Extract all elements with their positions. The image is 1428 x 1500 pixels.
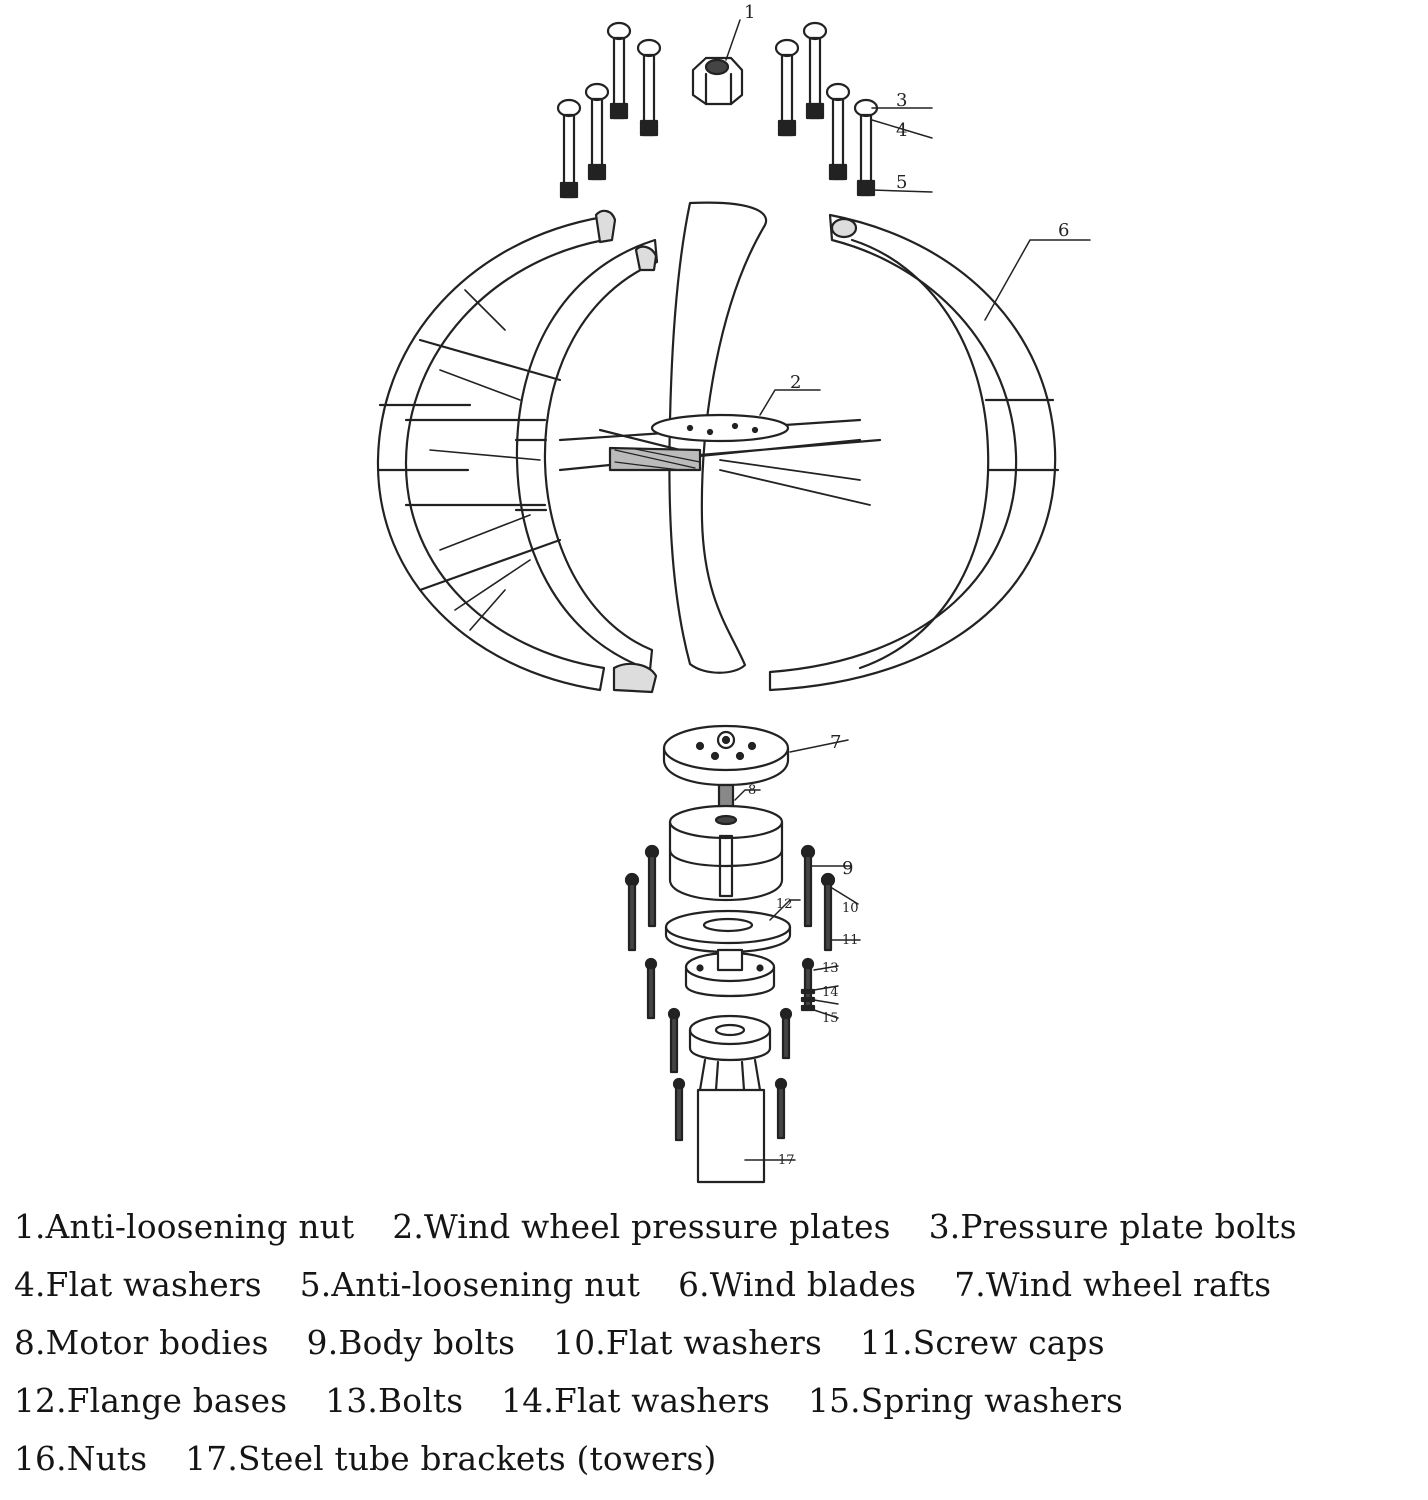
callout-15: 15 bbox=[822, 1011, 839, 1026]
legend-item-12: 12.Flange bases bbox=[14, 1382, 288, 1420]
legend-item-16: 16.Nuts bbox=[14, 1440, 148, 1478]
callout-4: 4 bbox=[896, 120, 907, 141]
callout-6: 6 bbox=[1058, 220, 1069, 241]
callout-1: 1 bbox=[744, 2, 755, 23]
wind-wheel-raft bbox=[662, 724, 790, 787]
callout-11: 11 bbox=[842, 933, 859, 948]
callout-17: 17 bbox=[778, 1153, 795, 1168]
diagram-svg: 1 2 3 4 5 6 7 8 9 10 11 12 13 14 15 17 bbox=[376, 2, 1091, 1184]
exploded-diagram: 1 2 3 4 5 6 7 8 9 10 11 12 13 14 15 17 bbox=[376, 2, 1091, 1184]
legend-item-5: 5.Anti-loosening nut bbox=[299, 1266, 641, 1304]
legend-row: 8.Motor bodies 9.Body bolts 10.Flat wash… bbox=[14, 1324, 1424, 1382]
pressure-plate-bolts bbox=[556, 21, 879, 199]
legend-item-17: 17.Steel tube brackets (towers) bbox=[185, 1440, 717, 1478]
legend-item-8: 8.Motor bodies bbox=[14, 1324, 269, 1362]
legend-item-14: 14.Flat washers bbox=[501, 1382, 771, 1420]
legend-row: 1.Anti-loosening nut 2.Wind wheel pressu… bbox=[14, 1208, 1424, 1266]
steel-tube-bracket bbox=[688, 1014, 772, 1184]
legend-item-6: 6.Wind blades bbox=[678, 1266, 917, 1304]
callout-3: 3 bbox=[896, 90, 907, 111]
callout-12: 12 bbox=[776, 897, 793, 912]
callout-7: 7 bbox=[830, 732, 841, 753]
legend-item-10: 10.Flat washers bbox=[553, 1324, 823, 1362]
wind-wheel-pressure-plate bbox=[558, 413, 882, 506]
legend-item-11: 11.Screw caps bbox=[860, 1324, 1105, 1362]
callout-14: 14 bbox=[822, 985, 839, 1000]
motor-body bbox=[668, 783, 784, 902]
legend-item-4: 4.Flat washers bbox=[14, 1266, 262, 1304]
legend-item-1: 1.Anti-loosening nut bbox=[14, 1208, 355, 1246]
wind-blades bbox=[376, 201, 1060, 694]
callout-8: 8 bbox=[748, 783, 756, 798]
anti-loosening-nut-top bbox=[691, 56, 744, 106]
legend-item-9: 9.Body bolts bbox=[306, 1324, 516, 1362]
flat-ring bbox=[664, 909, 792, 954]
legend-row: 12.Flange bases 13.Bolts 14.Flat washers… bbox=[14, 1382, 1424, 1440]
legend-row: 16.Nuts 17.Steel tube brackets (towers) bbox=[14, 1440, 1424, 1498]
callout-10: 10 bbox=[842, 901, 859, 916]
legend-item-15: 15.Spring washers bbox=[808, 1382, 1124, 1420]
legend-item-2: 2.Wind wheel pressure plates bbox=[392, 1208, 891, 1246]
legend-item-7: 7.Wind wheel rafts bbox=[954, 1266, 1272, 1304]
body-bolts bbox=[624, 844, 836, 952]
legend-item-3: 3.Pressure plate bolts bbox=[928, 1208, 1297, 1246]
legend-row: 4.Flat washers 5.Anti-loosening nut 6.Wi… bbox=[14, 1266, 1424, 1324]
legend-item-13: 13.Bolts bbox=[325, 1382, 464, 1420]
callout-13: 13 bbox=[822, 961, 839, 976]
parts-legend: 1.Anti-loosening nut 2.Wind wheel pressu… bbox=[14, 1208, 1424, 1498]
callout-labels: 1 2 3 4 5 6 7 8 9 10 11 12 13 14 15 17 bbox=[744, 2, 1069, 1168]
flange-base bbox=[684, 948, 776, 998]
bolts-washers-nuts bbox=[644, 957, 816, 1142]
callout-5: 5 bbox=[896, 172, 907, 193]
leader-lines bbox=[725, 19, 1091, 1161]
callout-9: 9 bbox=[842, 858, 853, 879]
callout-2: 2 bbox=[790, 372, 801, 393]
